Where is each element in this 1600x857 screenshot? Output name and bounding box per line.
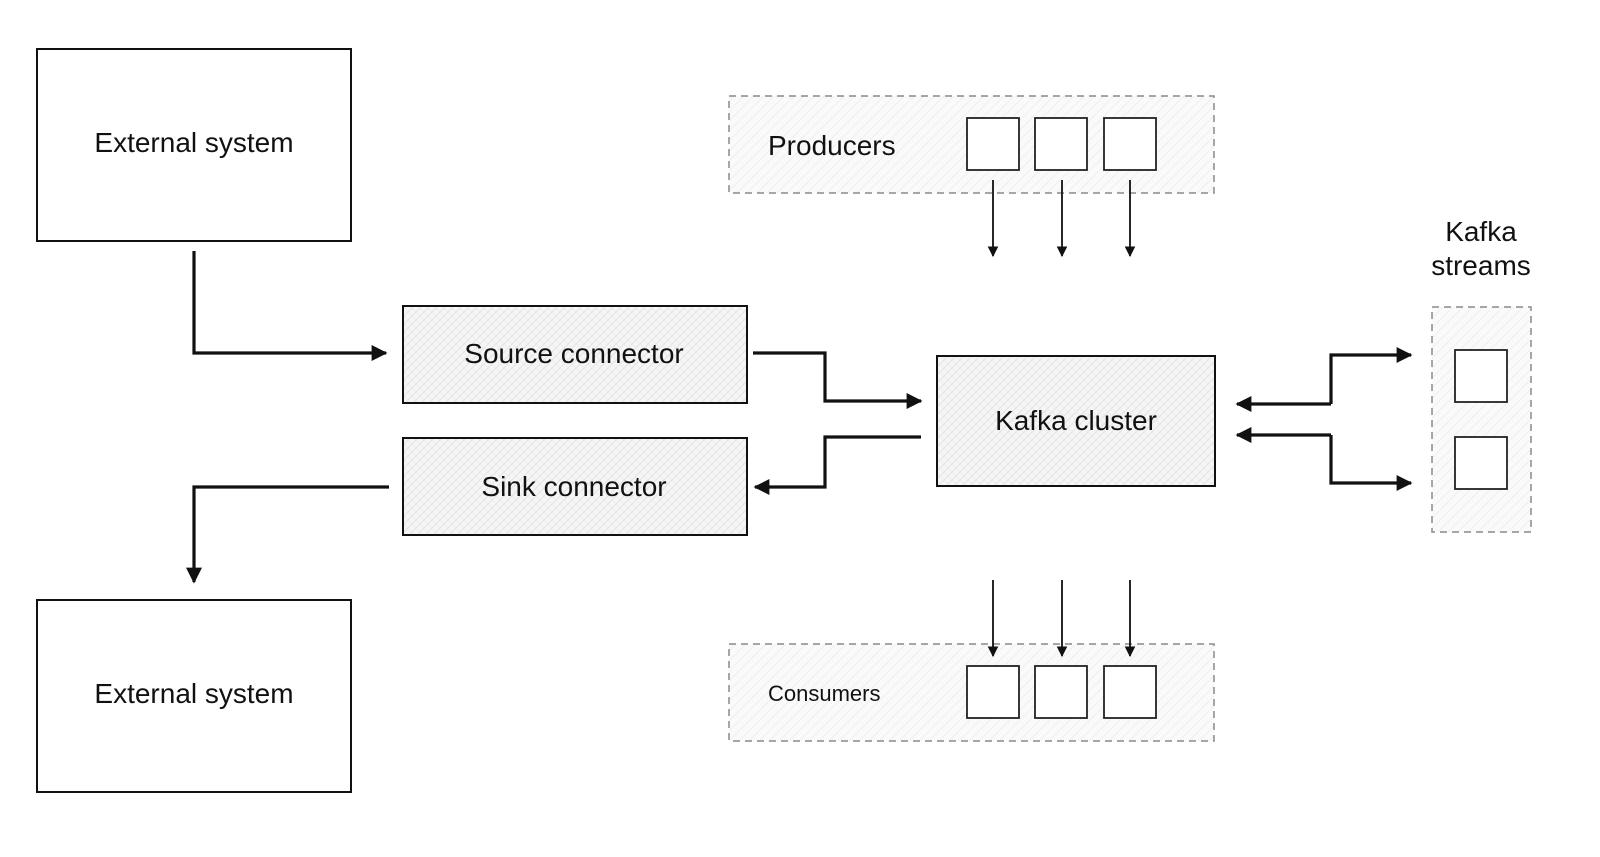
kafka-cluster: Kafka cluster: [936, 355, 1216, 487]
stream-app-box: [1454, 349, 1508, 403]
producer-box: [966, 117, 1020, 171]
kafka-cluster-label: Kafka cluster: [995, 405, 1157, 436]
connections: [186, 251, 1413, 584]
sink-connector: Sink connector: [402, 437, 748, 536]
kafka-streams-group: Kafka streams: [1431, 216, 1532, 533]
producers-label: Producers: [768, 130, 896, 161]
consumer-box: [966, 665, 1020, 719]
source-connector: Source connector: [402, 305, 748, 404]
arrow-kafka-to-sink: [753, 435, 921, 495]
sink-connector-label: Sink connector: [481, 471, 666, 502]
producer-arrows: [987, 180, 1136, 258]
external-system-top: External system: [36, 48, 352, 242]
arrow-kafka-to-stream-bottom: [1329, 435, 1413, 491]
producer-box: [1034, 117, 1088, 171]
external-system-bottom-label: External system: [94, 678, 293, 709]
consumers-label: Consumers: [768, 681, 880, 706]
external-system-top-label: External system: [94, 127, 293, 158]
kafka-streams-label-line2: streams: [1431, 250, 1531, 281]
arrow-external-to-source: [192, 251, 388, 361]
arrow-sink-to-external: [186, 485, 389, 584]
external-system-bottom: External system: [36, 599, 352, 793]
producer-box: [1103, 117, 1157, 171]
producers-group: Producers: [728, 95, 1215, 194]
arrow-kafka-to-stream-top: [1329, 347, 1413, 404]
stream-app-box: [1454, 436, 1508, 490]
kafka-streams-label-line1: Kafka: [1445, 216, 1517, 247]
consumer-box: [1034, 665, 1088, 719]
consumer-arrows: [987, 580, 1136, 658]
consumer-box: [1103, 665, 1157, 719]
source-connector-label: Source connector: [464, 338, 683, 369]
arrow-source-to-kafka: [753, 351, 923, 409]
consumers-group: Consumers: [728, 643, 1215, 742]
